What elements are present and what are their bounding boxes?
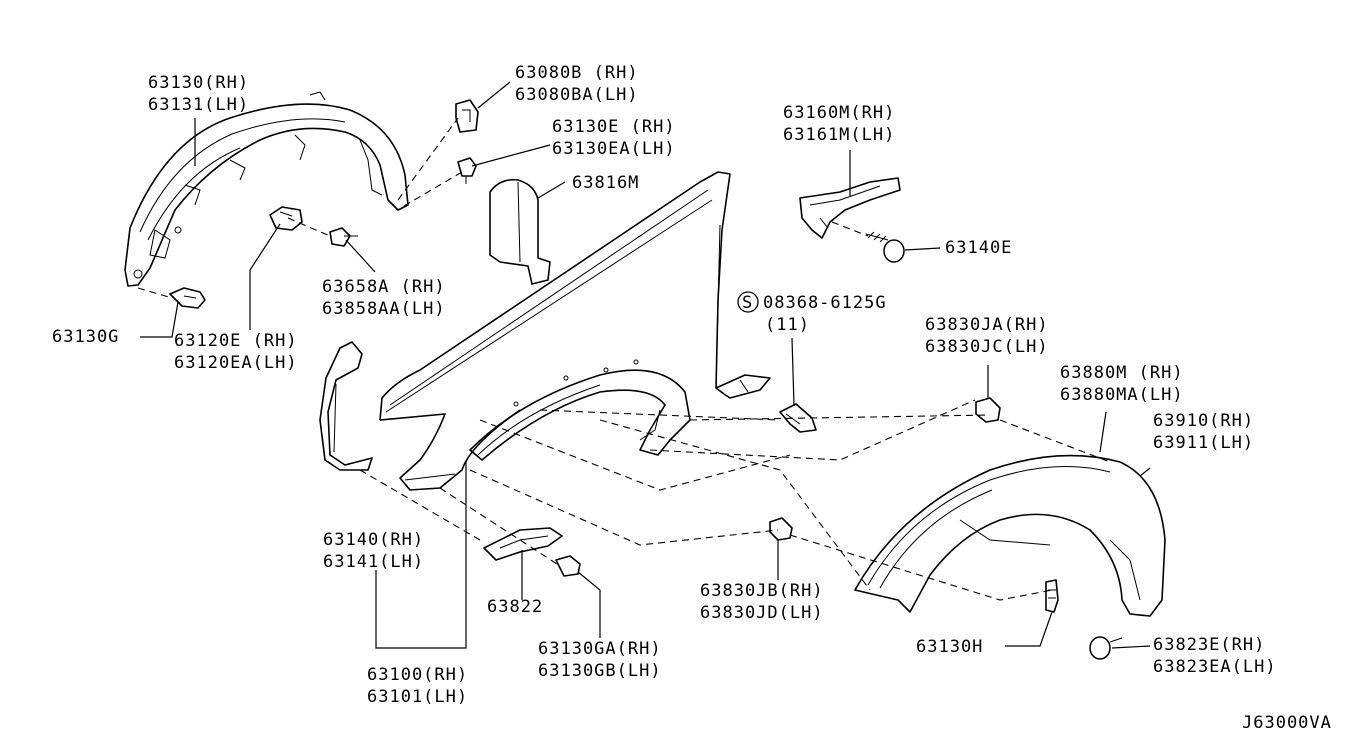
screw-08368-drawing (779, 403, 817, 433)
screw-63658A-drawing (329, 227, 358, 247)
label-63816M: 63816M (572, 173, 639, 193)
label-08368-part: 08368-6125G (763, 293, 887, 313)
clip-63130H-drawing (1045, 579, 1059, 613)
label-63910-rh: 63910(RH) (1153, 411, 1254, 431)
label-63822: 63822 (487, 597, 543, 617)
arch-molding-63910-drawing (854, 454, 1166, 617)
front-fender-drawing (379, 171, 771, 491)
label-63120E-rh: 63120E (RH) (174, 331, 298, 351)
label-63130E-lh: 63130EA(LH) (552, 139, 676, 159)
label-63830JB-rh: 63830JB(RH) (700, 581, 824, 601)
insulator-63816M-drawing (489, 178, 551, 285)
clip-63130G-drawing (169, 287, 206, 309)
label-63880M-lh: 63880MA(LH) (1060, 385, 1184, 405)
arch-liner-63880M-drawing (469, 359, 691, 461)
label-63080B-rh: 63080B (RH) (515, 63, 639, 83)
part-labels: 63130(RH) 63131(LH) 63080B (RH) 63080BA(… (52, 63, 1332, 733)
bracket-63160M-drawing (799, 177, 901, 239)
label-63658A-rh: 63658A (RH) (322, 277, 446, 297)
label-63830JA-rh: 63830JA(RH) (925, 315, 1049, 335)
label-63160M-rh: 63160M(RH) (783, 103, 895, 123)
label-63823E-lh: 63823EA(LH) (1153, 657, 1277, 677)
label-63100-lh: 63101(LH) (367, 687, 468, 707)
splash-guard-63140-drawing (319, 341, 373, 471)
clip-63080B-drawing (455, 99, 479, 133)
label-63130GA-rh: 63130GA(RH) (538, 639, 662, 659)
label-63120E-lh: 63120EA(LH) (174, 353, 298, 373)
clip-63830JA-drawing (975, 397, 1001, 423)
clip-63830JB-drawing (769, 517, 793, 541)
label-63910-lh: 63911(LH) (1153, 433, 1254, 453)
label-63130G: 63130G (52, 327, 119, 347)
label-08368-symbol: S (742, 293, 753, 313)
label-63830JB-lh: 63830JD(LH) (700, 603, 824, 623)
label-63830JA-lh: 63830JC(LH) (925, 337, 1049, 357)
clip-63130GA-drawing (555, 555, 581, 577)
diagram-code: J63000VA (1242, 713, 1332, 733)
label-63140-lh: 63141(LH) (323, 552, 424, 572)
label-63880M-rh: 63880M (RH) (1060, 363, 1184, 383)
clip-63823E-drawing (1089, 636, 1123, 660)
assembly-lines (137, 117, 1111, 601)
bracket-63120E-drawing (269, 206, 303, 231)
label-63823E-rh: 63823E(RH) (1153, 635, 1265, 655)
label-63100-rh: 63100(RH) (367, 665, 468, 685)
screw-63140E-drawing (865, 231, 905, 263)
label-63080B-lh: 63080BA(LH) (515, 85, 639, 105)
fender-liner-drawing (124, 91, 409, 287)
label-63130GA-lh: 63130GB(LH) (538, 661, 662, 681)
label-63658A-lh: 63858AA(LH) (322, 299, 446, 319)
s-symbol-circle (737, 291, 759, 313)
label-63130-lh: 63131(LH) (148, 95, 249, 115)
label-63130-rh: 63130(RH) (148, 73, 249, 93)
label-63130E-rh: 63130E (RH) (552, 117, 676, 137)
label-08368-qty: (11) (765, 315, 810, 335)
leader-lines (140, 81, 1151, 649)
bracket-63822-drawing (483, 527, 563, 561)
clip-63130E-drawing (457, 157, 477, 184)
label-63130H: 63130H (916, 637, 983, 657)
label-63140E: 63140E (945, 238, 1012, 258)
label-63140-rh: 63140(RH) (323, 530, 424, 550)
label-63160M-lh: 63161M(LH) (783, 125, 895, 145)
